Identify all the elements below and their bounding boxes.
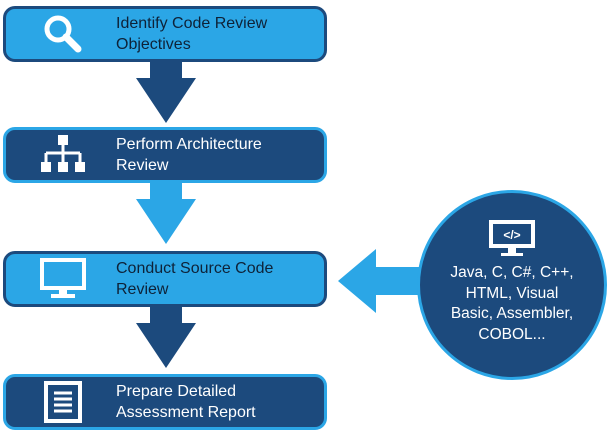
step-architecture-review: Perform Architecture Review: [3, 127, 327, 183]
code-monitor-icon: </>: [489, 220, 535, 256]
step-label: Prepare Detailed Assessment Report: [116, 383, 256, 421]
step-identify-objectives: Identify Code Review Objectives: [3, 6, 327, 62]
languages-circle: </> Java, C, C#, C++, HTML, Visual Basic…: [417, 190, 607, 380]
down-arrow: [136, 183, 196, 244]
step-assessment-report: Prepare Detailed Assessment Report: [3, 374, 327, 430]
step-label: Conduct Source Code Review: [116, 260, 274, 298]
step-label: Perform Architecture Review: [116, 136, 262, 174]
languages-list: Java, C, C#, C++, HTML, Visual Basic, As…: [450, 264, 574, 343]
down-arrow: [136, 307, 196, 368]
hierarchy-icon: [38, 132, 88, 178]
monitor-icon: [38, 256, 88, 302]
svg-text:</>: </>: [503, 228, 520, 242]
step-label: Identify Code Review Objectives: [116, 15, 268, 53]
document-icon: [38, 379, 88, 425]
search-icon: [38, 11, 88, 57]
down-arrow: [136, 62, 196, 123]
left-arrow: [338, 249, 427, 313]
step-source-code-review: Conduct Source Code Review: [3, 251, 327, 307]
